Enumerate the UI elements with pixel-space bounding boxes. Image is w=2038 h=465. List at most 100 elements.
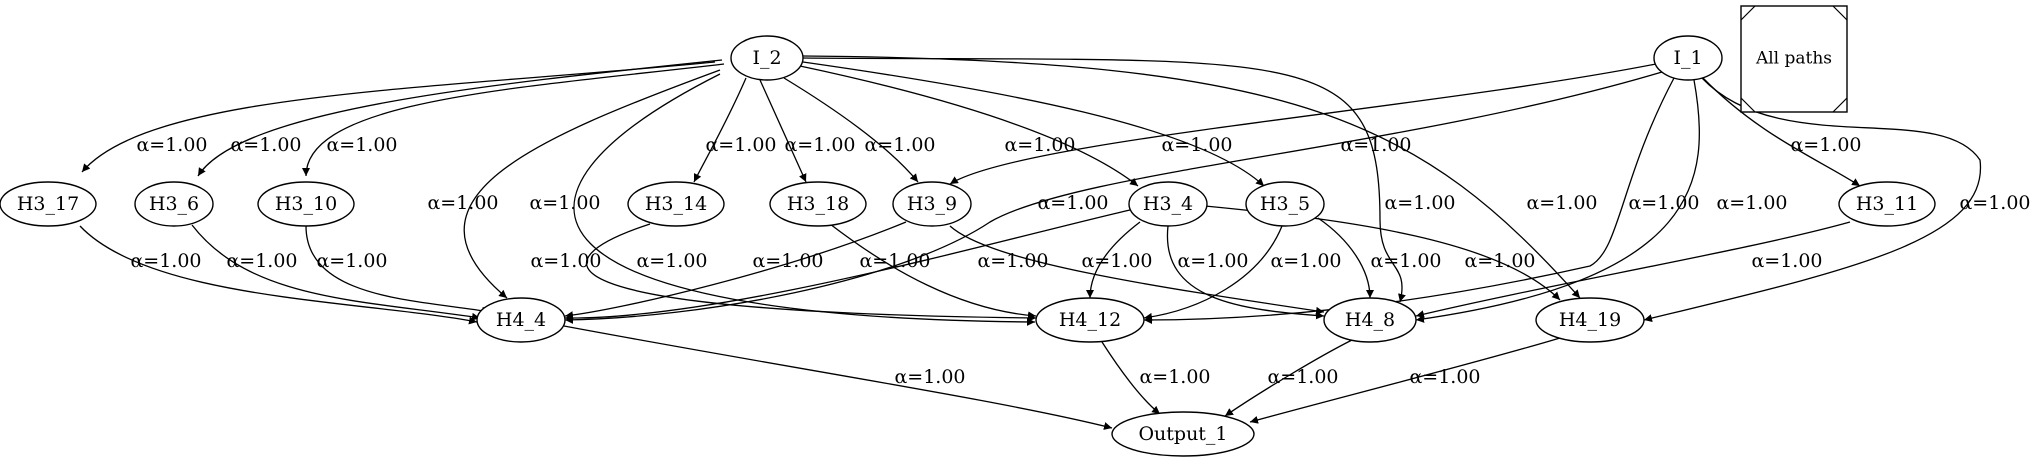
node-ellipse bbox=[0, 181, 97, 227]
edge-label: α=1.00 bbox=[427, 192, 498, 214]
node-h4-4: H4_4 bbox=[476, 297, 566, 343]
node-ellipse bbox=[1838, 181, 1936, 227]
edge-label: α=1.00 bbox=[1267, 366, 1338, 388]
edge-h3_17-to-h4_4 bbox=[79, 225, 478, 325]
edge-label: α=1.00 bbox=[1340, 134, 1411, 156]
edge-h3_4-to-h4_12 bbox=[1086, 221, 1141, 299]
node-h3-5: H3_5 bbox=[1245, 181, 1325, 227]
node-label: H3_4 bbox=[1143, 193, 1193, 215]
node-h4-19: H4_19 bbox=[1535, 297, 1645, 343]
edge-label: α=1.00 bbox=[1526, 192, 1597, 214]
edge-i_1-to-h3_9 bbox=[949, 63, 1657, 185]
legend-box bbox=[1740, 5, 1848, 113]
node-ellipse bbox=[257, 181, 355, 227]
legend-corner-top-left bbox=[1740, 5, 1756, 21]
node-h3-14: H3_14 bbox=[627, 181, 725, 227]
edge-label: α=1.00 bbox=[752, 250, 823, 272]
node-label: I_1 bbox=[1673, 47, 1702, 69]
edge-label: α=1.00 bbox=[1409, 366, 1480, 388]
node-label: H3_18 bbox=[787, 193, 849, 215]
edge-i_2-to-h3_10 bbox=[302, 63, 725, 177]
edge-h3_4-to-h4_4 bbox=[564, 209, 1131, 323]
node-ellipse bbox=[134, 181, 214, 227]
edge-i_2-to-h3_17 bbox=[81, 61, 716, 173]
edge-i_2-to-h3_9 bbox=[783, 77, 919, 183]
edge-h3_18-to-h4_12 bbox=[829, 223, 1037, 320]
edge-label: α=1.00 bbox=[1139, 366, 1210, 388]
edge-label: α=1.00 bbox=[1751, 250, 1822, 272]
edge-i_1-to-h4_12 bbox=[1143, 77, 1675, 324]
node-label: Output_1 bbox=[1138, 423, 1227, 445]
node-ellipse bbox=[730, 35, 804, 81]
edge-label: α=1.00 bbox=[864, 134, 935, 156]
node-label: H4_19 bbox=[1559, 309, 1621, 331]
node-label: H3_6 bbox=[149, 193, 199, 215]
edge-h3_5-to-h4_8 bbox=[1317, 217, 1374, 299]
edge-label: α=1.00 bbox=[1177, 250, 1248, 272]
node-ellipse bbox=[769, 181, 867, 227]
edge-i_2-to-h4_12 bbox=[573, 73, 1036, 326]
edge-i_1-to-h4_19 bbox=[1643, 77, 1982, 323]
edge-label: α=1.00 bbox=[1628, 192, 1699, 214]
edge-i_2-to-h3_5 bbox=[802, 61, 1265, 187]
edge-label: α=1.00 bbox=[1161, 134, 1232, 156]
edge-i_2-to-h3_4 bbox=[799, 65, 1139, 187]
node-ellipse bbox=[1535, 297, 1645, 343]
edge-label: α=1.00 bbox=[1081, 250, 1152, 272]
edge-i_2-to-h3_18 bbox=[759, 79, 807, 183]
edge-h4_4-to-output_1 bbox=[563, 325, 1113, 430]
node-label: H3_11 bbox=[1856, 193, 1918, 215]
node-label: I_2 bbox=[752, 47, 781, 69]
node-ellipse bbox=[1245, 181, 1325, 227]
edge-label: α=1.00 bbox=[977, 250, 1048, 272]
edge-i_2-to-h4_4 bbox=[463, 69, 721, 299]
node-label: H4_4 bbox=[496, 309, 546, 331]
edge-label: α=1.00 bbox=[136, 134, 207, 156]
edge-label: α=1.00 bbox=[326, 134, 397, 156]
node-ellipse bbox=[1111, 411, 1255, 457]
edge-h3_11-to-h4_8 bbox=[1415, 221, 1851, 319]
edge-label: α=1.00 bbox=[316, 250, 387, 272]
edge-h3_9-to-h4_4 bbox=[564, 221, 907, 320]
node-ellipse bbox=[1035, 297, 1145, 343]
node-label: H3_10 bbox=[275, 193, 337, 215]
legend-label: All paths bbox=[1755, 49, 1832, 69]
edge-label: α=1.00 bbox=[1270, 250, 1341, 272]
node-h3-6: H3_6 bbox=[134, 181, 214, 227]
edge-label: α=1.00 bbox=[1464, 250, 1535, 272]
edge-label: α=1.00 bbox=[1037, 192, 1108, 214]
edge-h4_8-to-output_1 bbox=[1224, 339, 1353, 417]
node-label: H3_9 bbox=[907, 193, 957, 215]
edge-i_2-to-h3_6 bbox=[197, 59, 723, 177]
node-label: H4_8 bbox=[1345, 309, 1395, 331]
legend: All paths bbox=[1740, 5, 1848, 113]
node-i-1: I_1 bbox=[1653, 35, 1723, 81]
node-ellipse bbox=[627, 181, 725, 227]
edge-label: α=1.00 bbox=[226, 250, 297, 272]
node-i-2: I_2 bbox=[730, 35, 804, 81]
edge-label: α=1.00 bbox=[705, 134, 776, 156]
edge-label: α=1.00 bbox=[1004, 134, 1075, 156]
edge-i_2-to-h4_8 bbox=[802, 57, 1406, 303]
edge-label: α=1.00 bbox=[130, 250, 201, 272]
edges-layer bbox=[79, 55, 1982, 430]
node-h4-12: H4_12 bbox=[1035, 297, 1145, 343]
node-ellipse bbox=[1323, 297, 1417, 343]
node-ellipse bbox=[476, 297, 566, 343]
node-h3-10: H3_10 bbox=[257, 181, 355, 227]
node-label: H4_12 bbox=[1059, 309, 1121, 331]
edge-h4_19-to-output_1 bbox=[1249, 337, 1561, 424]
node-label: H3_5 bbox=[1260, 193, 1310, 215]
edge-h3_5-to-h4_12 bbox=[1143, 225, 1283, 321]
node-ellipse bbox=[1128, 181, 1208, 227]
node-ellipse bbox=[1653, 35, 1723, 81]
edge-h3_6-to-h4_4 bbox=[191, 224, 481, 321]
edge-label: α=1.00 bbox=[1716, 192, 1787, 214]
node-output-1: Output_1 bbox=[1111, 411, 1255, 457]
edge-labels-layer: α=1.00 α=1.00 α=1.00 α=1.00 α=1.00 α=1.00 α=1.… bbox=[130, 134, 2030, 388]
node-h4-8: H4_8 bbox=[1323, 297, 1417, 343]
edge-i_2-to-h4_19 bbox=[802, 55, 1581, 299]
edge-label: α=1.00 bbox=[530, 250, 601, 272]
